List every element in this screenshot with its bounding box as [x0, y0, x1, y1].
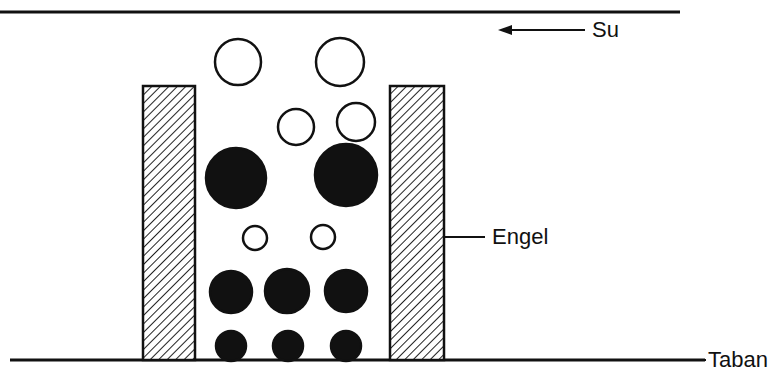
heavy-particle — [265, 269, 309, 313]
particles — [206, 38, 377, 361]
heavy-particle — [216, 331, 246, 361]
leader-line — [444, 236, 485, 238]
light-particle — [316, 38, 364, 86]
leader-line — [505, 29, 585, 31]
light-particle — [311, 225, 335, 249]
barrier-right — [390, 86, 444, 360]
light-particle — [278, 109, 314, 145]
part-label: Su — [590, 19, 621, 41]
arrowhead — [498, 25, 512, 35]
light-particle — [243, 226, 267, 250]
light-particle — [215, 39, 261, 85]
heavy-particle — [273, 331, 303, 361]
heavy-particle — [206, 148, 266, 208]
heavy-particle — [315, 144, 377, 206]
heavy-particle — [325, 270, 367, 312]
heavy-particle — [331, 331, 361, 361]
bed-line — [10, 359, 705, 362]
part-label: Taban — [706, 349, 770, 371]
heavy-particle — [210, 271, 252, 313]
barrier-left — [143, 86, 195, 360]
light-particle — [337, 103, 375, 141]
water-surface — [0, 11, 680, 14]
part-label: Engel — [490, 226, 550, 248]
